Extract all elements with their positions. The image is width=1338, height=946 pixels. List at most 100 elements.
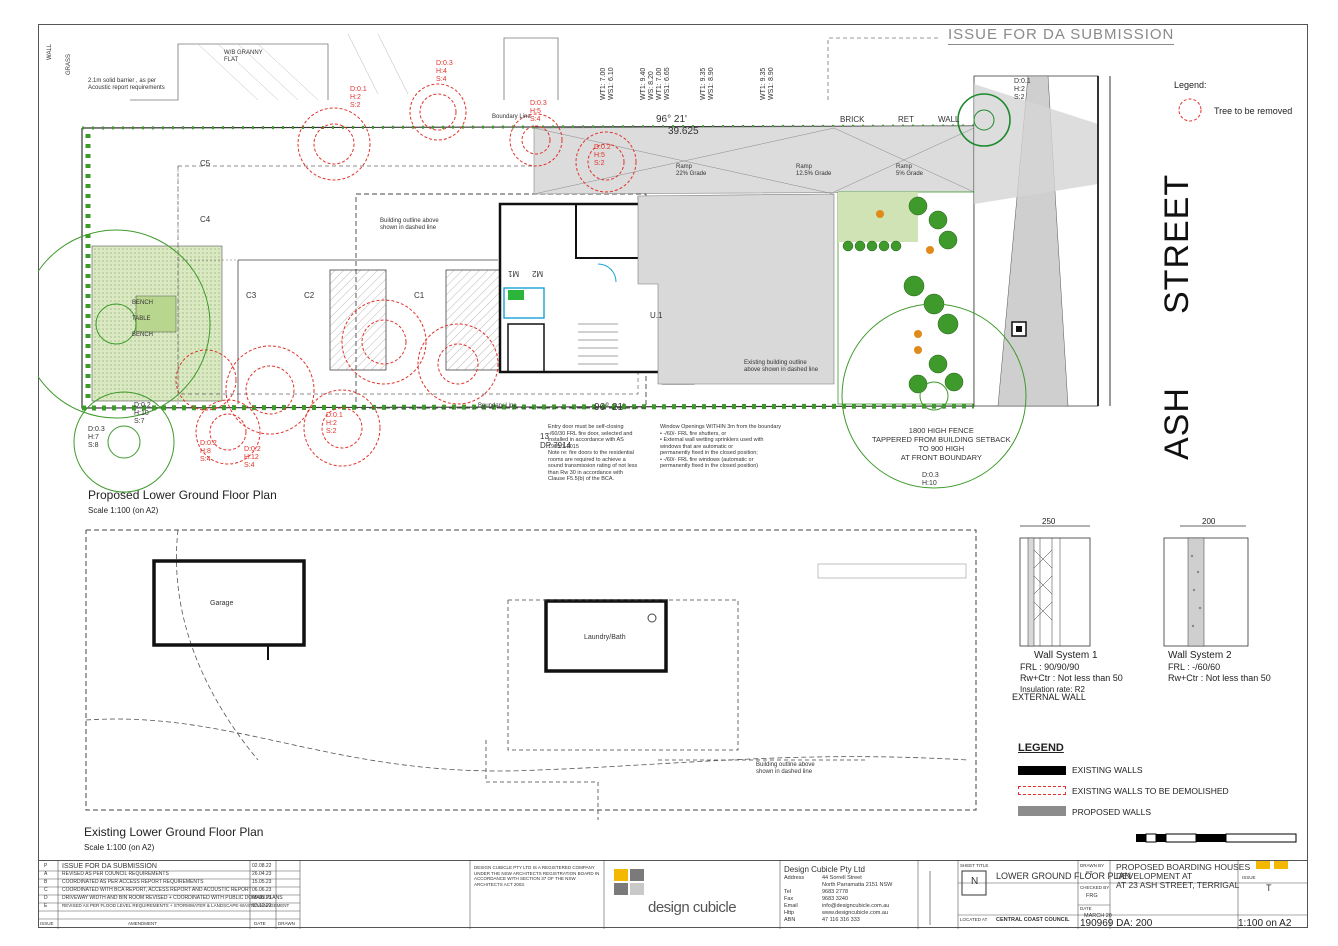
legend-swatch-demolished	[1018, 786, 1066, 795]
project-title: PROPOSED BOARDING HOUSES DEVELOPMENT AT …	[1116, 862, 1251, 890]
abn-label: ABN	[784, 917, 796, 923]
tree-tag-2: D:0.1 H:2 S:2	[350, 86, 367, 109]
label-wall: WALL	[47, 43, 53, 60]
north-arrow-icon: N	[971, 876, 979, 887]
label-entry-note: Entry door must be self-closing -/60/30 …	[548, 424, 638, 482]
label-ramp-2: Ramp 12.5% Grade	[796, 164, 832, 177]
fax-label: Fax	[784, 896, 794, 902]
street-name-street: STREET	[1158, 173, 1196, 314]
tree-tag-6: D:0.2 H:10 S:7	[134, 402, 151, 425]
rev-b-desc: COORDINATED AS PER ACCESS REPORT REQUIRE…	[62, 879, 204, 885]
plan-title-proposed: Proposed Lower Ground Floor Plan	[88, 488, 277, 502]
wall-system-1-extra: Insulation rate: R2	[1020, 685, 1085, 694]
issue-value: T	[1266, 883, 1272, 893]
plan-title-existing: Existing Lower Ground Floor Plan	[84, 825, 264, 839]
tel-value: 9683 2778	[822, 889, 848, 895]
address-label: Address	[784, 875, 805, 881]
company-name: Design Cubicle Pty Ltd	[784, 865, 865, 874]
rev-e-id: E	[44, 903, 48, 909]
rev-p-date: 02.08.22	[252, 863, 272, 869]
label-c4: C4	[200, 215, 211, 224]
rev-header-amendment: AMENDMENT	[128, 921, 157, 926]
label-c3: C3	[246, 291, 257, 300]
wall-system-1-name: Wall System 1	[1034, 650, 1098, 661]
label-existing-outline: Existing building outline above shown in…	[744, 360, 819, 373]
wall-system-1-frl: FRL : 90/90/90	[1020, 662, 1080, 672]
proposed-floor-plan-drawing	[38, 33, 1202, 493]
drawing-number: 190969 DA: 200	[1080, 918, 1153, 929]
copyright-note: DESIGN CUBICLE PTY LTD IS A REGISTERED C…	[474, 865, 600, 887]
tree-tag-11: D:0.3 H:10	[922, 472, 939, 487]
drawing-scale: 1:100 on A2	[1238, 918, 1292, 929]
council-value: CENTRAL COAST COUNCIL	[996, 917, 1070, 923]
scale-bar	[1136, 833, 1297, 843]
label-existing-outline-lower: Building outline above shown in dashed l…	[756, 762, 815, 775]
level-tag-1: WT1: 7.00 WS1: 6.10	[600, 67, 615, 100]
wall-system-details	[1019, 525, 1249, 647]
rev-a-date: 26.04.23	[252, 871, 272, 877]
email-label: Email	[784, 903, 798, 909]
label-garage: Garage	[210, 600, 234, 607]
rev-c-id: C	[44, 887, 48, 893]
label-bearing-top: 96° 21'	[656, 114, 687, 125]
label-m2: M2	[532, 269, 544, 278]
date-value: MARCH 20	[1084, 913, 1112, 919]
existing-floor-plan-drawing	[85, 529, 977, 820]
wall-system-1-rw: Rw+Ctr : Not less than 50	[1020, 673, 1123, 683]
label-ret: RET	[898, 115, 914, 124]
plan-scale-existing: Scale 1:100 (on A2)	[84, 843, 155, 852]
wall-system-2-dim: 200	[1202, 517, 1216, 526]
label-fence-note: 1800 HIGH FENCE TAPPERED FROM BUILDING S…	[872, 426, 1011, 462]
legend-label-proposed: PROPOSED WALLS	[1072, 807, 1152, 817]
checked-label: CHECKED BY	[1080, 885, 1110, 890]
issue-stamp: ISSUE FOR DA SUBMISSION	[948, 26, 1175, 45]
label-m1: M1	[508, 269, 520, 278]
wall-system-1-caption: EXTERNAL WALL	[1012, 692, 1086, 702]
rev-b-date: 15.05.23	[252, 879, 272, 885]
label-u1: U.1	[650, 311, 663, 320]
email-value: info@designcubicle.com.au	[822, 903, 890, 909]
rev-b-id: B	[44, 879, 48, 885]
tree-tag-7: D:0.3 H:7 S:8	[88, 426, 105, 449]
label-ramp-3: Ramp 5% Grade	[896, 164, 924, 177]
level-tag-3: WT1: 9.35 WS1: 8.90	[700, 67, 715, 100]
wall-system-2-rw: Rw+Ctr : Not less than 50	[1168, 673, 1271, 683]
wall-system-1-dim: 250	[1042, 517, 1056, 526]
rev-a-id: A	[44, 871, 48, 877]
drawn-value: FT	[1086, 871, 1093, 877]
wall-system-2-name: Wall System 2	[1168, 650, 1232, 661]
legend-title: LEGEND	[1018, 742, 1064, 754]
drawn-label: DRAWN BY	[1080, 863, 1105, 868]
level-tag-4: WT1: 9.35 WS1: 8.90	[760, 67, 775, 100]
sheet-title-label: SHEET TITLE	[960, 863, 989, 868]
fax-value: 9683 3240	[822, 896, 848, 902]
tree-tag-3: D:0.3 H:5 S:4	[530, 100, 547, 123]
drawing-sheet	[38, 24, 1308, 928]
title-block: ISSUE FOR DA SUBMISSION 02.08.22 P REVIS…	[38, 860, 1308, 929]
label-building-outline: Building outline above shown in dashed l…	[380, 218, 439, 231]
plan-scale-proposed: Scale 1:100 (on A2)	[88, 506, 159, 515]
label-brick: BRICK	[840, 115, 865, 124]
company-logo-text: design cubicle	[648, 899, 737, 916]
rev-p-id: P	[44, 863, 48, 869]
label-length-top: 39.625	[668, 126, 699, 137]
label-table: TABLE	[132, 316, 151, 322]
legend-swatch-existing	[1018, 766, 1066, 775]
label-barrier-note: 2.1m solid barrier , as per Acoustic rep…	[88, 78, 165, 91]
label-window-note: Window Openings WITHIN 3m from the bound…	[660, 424, 782, 469]
rev-a-desc: REVISED AS PER COUNCIL REQUIREMENTS	[62, 871, 169, 877]
label-granny-flat: W/B GRANNY FLAT	[224, 50, 263, 63]
http-value: www.designcubicle.com.au	[822, 910, 889, 916]
tree-tag-10: D:0.1 H:2 S:2	[1014, 78, 1031, 101]
label-ramp-1: Ramp 22% Grade	[676, 164, 707, 177]
rev-d-id: D	[44, 895, 48, 901]
label-boundary-top: Boundary Line	[492, 114, 531, 120]
label-c5: C5	[200, 159, 211, 168]
rev-header-issue: ISSUE	[40, 921, 54, 926]
rev-p-desc: ISSUE FOR DA SUBMISSION	[62, 863, 157, 870]
legend-swatch-proposed	[1018, 806, 1066, 816]
abn-value: 47 116 316 333	[822, 917, 860, 923]
label-bearing-bottom: 96° 21'	[594, 402, 625, 413]
rev-d-date: 09.03.23	[252, 895, 272, 901]
wall-system-2-frl: FRL : -/60/60	[1168, 662, 1221, 672]
